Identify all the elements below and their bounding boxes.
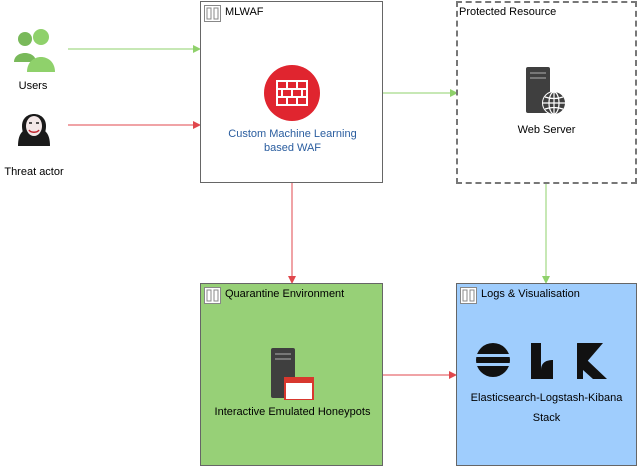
logs-title: Logs & Visualisation (481, 288, 580, 300)
threat-actor-label: Threat actor (4, 166, 64, 178)
firewall-icon (264, 65, 320, 121)
elk-label-line2: Stack (532, 412, 561, 424)
protected-resource-title: Protected Resource (459, 6, 557, 18)
group-server-icon (204, 287, 221, 304)
elk-stack-label: Elasticsearch-Logstash-Kibana Stack (457, 388, 636, 428)
users-actor: Users (8, 28, 58, 94)
logs-group: Logs & Visualisation Elasticsearch-Logst… (456, 283, 637, 466)
group-server-icon (460, 287, 477, 304)
web-server-label: Web Server (517, 124, 576, 136)
waf-label: Custom Machine Learning based WAF (201, 128, 384, 156)
quarantine-title: Quarantine Environment (225, 288, 345, 300)
waf-label-line2: based WAF (263, 141, 322, 154)
users-icon (14, 29, 55, 72)
web-server-icon (526, 67, 566, 115)
elasticsearch-icon (476, 343, 510, 377)
waf-label-line1: Custom Machine Learning (228, 128, 357, 140)
threat-actor: Threat actor (2, 106, 66, 182)
protected-resource-group: Protected Resource Web Server (456, 1, 637, 184)
elk-logo (476, 343, 607, 379)
mlwaf-title: MLWAF (225, 6, 264, 18)
logstash-icon (531, 343, 553, 379)
honeypot-icon (271, 348, 314, 400)
honeypot-label: Interactive Emulated Honeypots (214, 406, 371, 418)
kibana-icon (577, 343, 607, 379)
users-label: Users (18, 80, 48, 92)
mlwaf-group: MLWAF Custom Machine Learning based WAF (200, 1, 383, 183)
hacker-icon (18, 114, 50, 146)
group-server-icon (204, 5, 221, 22)
quarantine-group: Quarantine Environment Interactive Emula… (200, 283, 383, 466)
elk-label-line1: Elasticsearch-Logstash-Kibana (470, 392, 623, 404)
